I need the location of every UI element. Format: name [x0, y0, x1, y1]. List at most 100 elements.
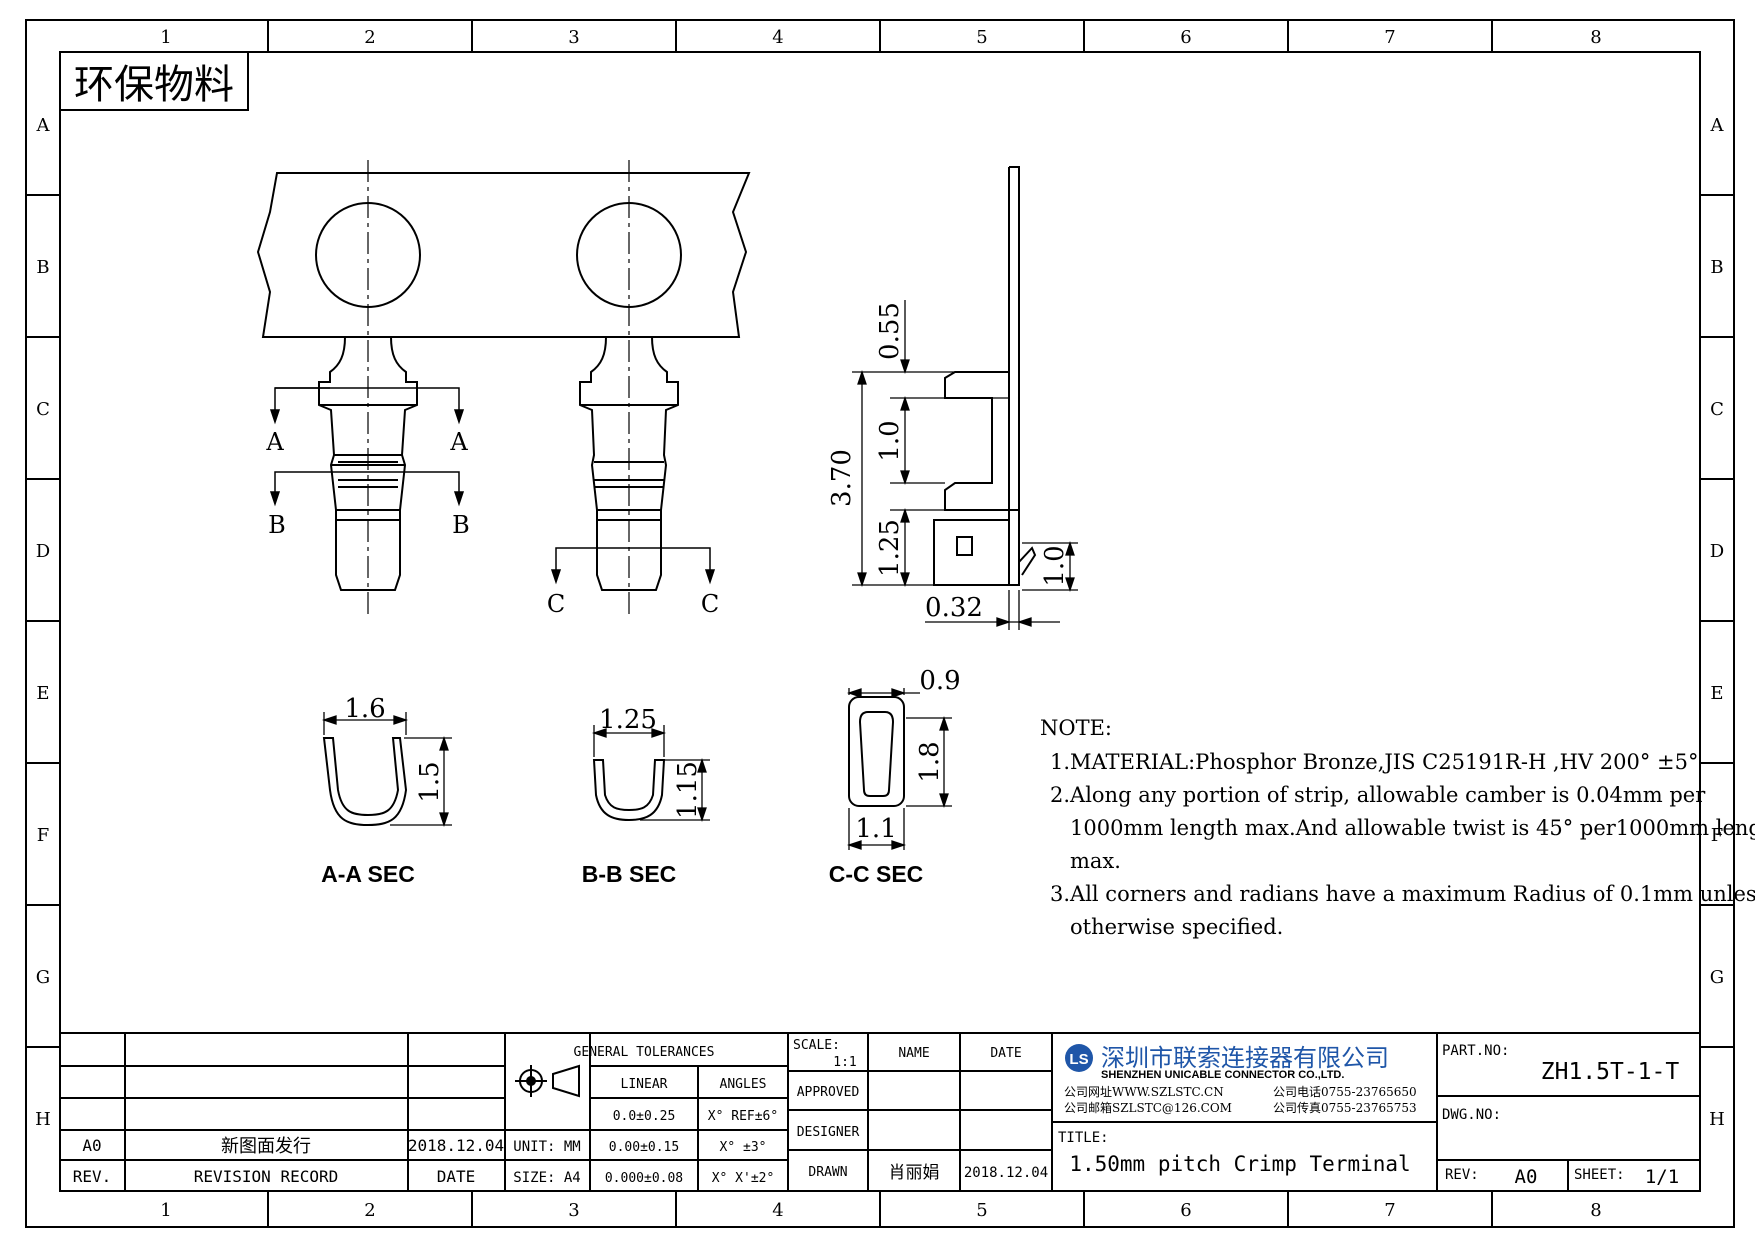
title-block-grid: [59, 1032, 1701, 1192]
zone-row-label: E: [1710, 683, 1723, 704]
note-line: max.: [1070, 849, 1121, 873]
section-b-b: [592, 759, 666, 822]
designer-label: DESIGNER: [797, 1125, 860, 1140]
zone-ticks: [26, 20, 1734, 1227]
zone-row-label: A: [1710, 115, 1725, 136]
zone-row-label: B: [1710, 257, 1723, 278]
dim-1-8: 1.8: [915, 741, 945, 782]
revision-date: 2018.12.04: [408, 1136, 504, 1155]
dim-0-55: 0.55: [875, 302, 905, 360]
tolerance-angles-header: ANGLES: [720, 1077, 767, 1092]
zone-col-label: 8: [1590, 1200, 1601, 1221]
rev-value: A0: [1515, 1166, 1538, 1188]
tolerance-angle-value: X° REF±6°: [708, 1109, 778, 1124]
zone-row-label: F: [37, 825, 50, 846]
drawn-name: 肖丽娟: [889, 1163, 940, 1183]
dim-1-1: 1.1: [855, 814, 896, 844]
section-title-a: A-A SEC: [321, 861, 415, 887]
rev-label: REV:: [1445, 1167, 1479, 1183]
section-cuts-middle: [550, 547, 716, 585]
section-b-b-dims: [591, 725, 710, 823]
zone-row-label: D: [1710, 541, 1724, 562]
zone-labels: 1 2 3 4 5 6 7 8 1 2 3 4 5 6 7 8 A B C D …: [35, 27, 1725, 1221]
section-c-c: [848, 696, 905, 807]
revision-header-rev: REV.: [73, 1167, 112, 1186]
tolerance-linear-value: 0.0±0.25: [613, 1109, 676, 1124]
tolerance-linear-value: 0.00±0.15: [609, 1140, 679, 1155]
zone-row-label: F: [1711, 825, 1724, 846]
note-line: 2.Along any portion of strip, allowable …: [1050, 783, 1706, 807]
zone-row-label: G: [36, 967, 50, 988]
unit-label: UNIT: MM: [513, 1139, 580, 1155]
dim-1-25-side: 1.25: [875, 519, 905, 577]
section-mark-c: C: [547, 590, 565, 618]
note-line: 1000mm length max.And allowable twist is…: [1070, 816, 1755, 840]
notes-block: NOTE: 1.MATERIAL:Phosphor Bronze,JIS C25…: [1040, 716, 1755, 939]
eco-material-badge: 环保物料: [59, 51, 249, 111]
zone-col-label: 1: [160, 1200, 171, 1221]
section-cuts-left: [269, 387, 465, 507]
section-mark-b: B: [268, 511, 286, 539]
note-line: 1.MATERIAL:Phosphor Bronze,JIS C25191R-H…: [1050, 750, 1698, 774]
terminal-side-view: [933, 166, 1037, 586]
zone-col-label: 4: [772, 27, 783, 48]
part-no-label: PART.NO:: [1442, 1043, 1509, 1059]
section-a-a-dims: [321, 712, 452, 828]
zone-col-label: 8: [1590, 27, 1601, 48]
scale-value: 1:1: [833, 1055, 856, 1070]
zone-col-label: 3: [568, 27, 579, 48]
section-c-c-dims: [846, 688, 952, 850]
revision-rev: A0: [82, 1136, 101, 1155]
revision-header-date: DATE: [437, 1167, 476, 1186]
section-a-a: [322, 737, 408, 827]
zone-row-label: A: [36, 115, 51, 136]
section-title-c: C-C SEC: [829, 861, 924, 887]
dim-1-15: 1.15: [673, 761, 703, 819]
zone-row-label: C: [1710, 399, 1724, 420]
zone-row-label: G: [1710, 967, 1724, 988]
company-email: 公司邮箱SZLSTC@126.COM: [1064, 1100, 1232, 1115]
zone-col-label: 4: [772, 1200, 783, 1221]
dim-1-0-spacing: 1.0: [875, 420, 905, 461]
dim-1-0-tab: 1.0: [1040, 545, 1070, 586]
section-mark-c: C: [701, 590, 719, 618]
date-header: DATE: [990, 1046, 1021, 1061]
zone-col-label: 7: [1384, 27, 1395, 48]
scale-label: SCALE:: [793, 1038, 840, 1053]
carrier-strip: [256, 172, 751, 338]
section-mark-b: B: [452, 511, 470, 539]
company-name-cn: 深圳市联索连接器有限公司: [1101, 1044, 1389, 1072]
size-label: SIZE: A4: [513, 1170, 580, 1186]
zone-col-label: 1: [160, 27, 171, 48]
title-label: TITLE:: [1058, 1130, 1109, 1146]
dim-0-32: 0.32: [925, 593, 983, 623]
zone-col-label: 5: [976, 1200, 987, 1221]
zone-row-label: B: [36, 257, 49, 278]
company-logo-icon: LS: [1065, 1044, 1093, 1072]
zone-row-label: C: [36, 399, 50, 420]
tolerance-linear-value: 0.000±0.08: [605, 1171, 683, 1186]
drawn-label: DRAWN: [808, 1165, 847, 1180]
revision-header-record: REVISION RECORD: [194, 1167, 339, 1186]
zone-col-label: 6: [1180, 27, 1191, 48]
zone-col-label: 7: [1384, 1200, 1395, 1221]
section-mark-a: A: [449, 428, 468, 456]
part-no: ZH1.5T-1-T: [1541, 1059, 1680, 1085]
dwg-no-label: DWG.NO:: [1442, 1107, 1501, 1123]
tolerance-title: GENERAL TOLERANCES: [574, 1045, 715, 1060]
company-name-en: SHENZHEN UNICABLE CONNECTOR CO.,LTD.: [1101, 1069, 1344, 1081]
dim-1-25-section: 1.25: [599, 705, 657, 735]
dim-3-70: 3.70: [827, 449, 857, 507]
eco-material-label: 环保物料: [74, 62, 234, 108]
zone-row-label: D: [36, 541, 50, 562]
company-tel: 公司电话0755-23765650: [1273, 1085, 1417, 1099]
notes-title: NOTE:: [1040, 716, 1112, 740]
section-title-b: B-B SEC: [582, 861, 677, 887]
zone-col-label: 6: [1180, 1200, 1191, 1221]
dim-1-6: 1.6: [344, 694, 385, 724]
zone-col-label: 3: [568, 1200, 579, 1221]
tolerance-linear-header: LINEAR: [621, 1077, 668, 1092]
projection-symbol-icon: [515, 1064, 580, 1098]
svg-text:LS: LS: [1069, 1051, 1088, 1068]
